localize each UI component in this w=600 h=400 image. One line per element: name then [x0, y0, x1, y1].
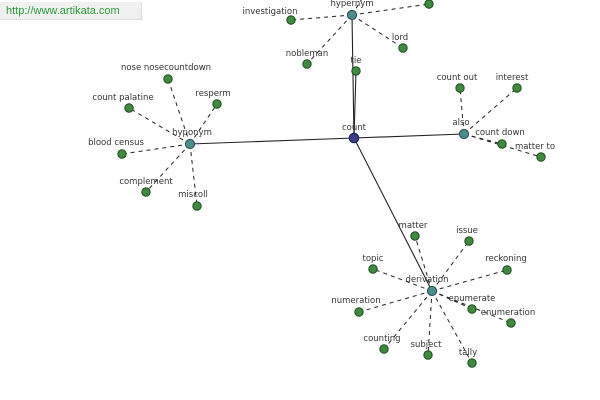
label-counting[interactable]: counting [363, 334, 400, 344]
node-hyponym[interactable] [184, 138, 196, 150]
edge-hyponym-nose-nosecountdown [167, 78, 191, 145]
label-tie[interactable]: tie [351, 56, 362, 66]
label-subject[interactable]: subject [411, 340, 442, 350]
label-blood-census[interactable]: blood census [88, 138, 144, 148]
label-complement[interactable]: complement [119, 177, 173, 187]
node-also[interactable] [458, 128, 470, 140]
edge-hypernym-nobleman [306, 14, 353, 65]
node-blood-census[interactable] [117, 149, 127, 159]
label-matter-to[interactable]: matter to [515, 142, 555, 152]
node-derivation[interactable] [426, 285, 438, 297]
node-matter-to[interactable] [536, 152, 546, 162]
edge-derivation-subject [427, 290, 433, 356]
label-investigation[interactable]: investigation [242, 7, 297, 17]
edge-hypernym-investigation [290, 14, 353, 21]
label-numeration[interactable]: numeration [331, 296, 380, 306]
node-count-out[interactable] [455, 83, 465, 93]
node-enumerate[interactable] [467, 304, 477, 314]
node-issue[interactable] [464, 236, 474, 246]
label-interest[interactable]: interest [496, 73, 529, 83]
edge-count-also [353, 133, 465, 139]
node-complement[interactable] [141, 187, 151, 197]
label-enumerate[interactable]: enumerate [449, 294, 496, 304]
node-subject[interactable] [423, 350, 433, 360]
node-tie[interactable] [351, 66, 361, 76]
edge-derivation-issue [431, 240, 470, 292]
node-miscoll[interactable] [192, 201, 202, 211]
label-lord[interactable]: lord [392, 33, 408, 43]
node-tally[interactable] [467, 358, 477, 368]
node-hypernym-c3[interactable] [424, 0, 434, 9]
edge-hyponym-complement [145, 143, 191, 193]
edge-hypernym-lord [351, 14, 404, 49]
edge-hyponym-miscoll [189, 143, 198, 207]
edge-hyponym-blood-census [121, 143, 191, 155]
node-numeration[interactable] [354, 307, 364, 317]
label-derivation[interactable]: derivation [405, 275, 448, 285]
graph-labels: count hypernym investigation nobleman lord hy… [88, 0, 555, 358]
label-enumeration[interactable]: enumeration [481, 308, 536, 318]
edge-derivation-topic [372, 268, 433, 292]
node-reckoning[interactable] [502, 265, 512, 275]
node-enumeration[interactable] [506, 318, 516, 328]
edge-count-tie [353, 70, 357, 139]
node-count-down[interactable] [497, 139, 507, 149]
label-also[interactable]: also [452, 118, 469, 128]
source-url[interactable]: http://www.artikata.com [0, 2, 142, 20]
node-count[interactable] [348, 132, 360, 144]
edge-also-interest [463, 87, 518, 135]
node-nose-nosecountdown[interactable] [163, 74, 173, 84]
label-count-palatine[interactable]: count palatine [92, 93, 153, 103]
edge-also-count-down [463, 133, 503, 145]
edge-derivation-reckoning [431, 269, 508, 292]
edge-hyponym-count-palatine [128, 107, 191, 145]
label-nobleman[interactable]: nobleman [286, 49, 328, 59]
label-matter[interactable]: matter [399, 221, 428, 231]
edge-count-derivation [353, 137, 433, 292]
label-topic[interactable]: topic [363, 254, 384, 264]
graph-edges [121, 0, 542, 364]
node-count-palatine[interactable] [124, 103, 134, 113]
label-reckoning[interactable]: reckoning [485, 254, 527, 264]
node-nobleman[interactable] [302, 59, 312, 69]
label-count-out[interactable]: count out [437, 73, 478, 83]
node-topic[interactable] [368, 264, 378, 274]
label-count[interactable]: count [342, 123, 367, 133]
label-nose-nosecountdown[interactable]: nose nosecountdown [121, 63, 211, 73]
node-interest[interactable] [512, 83, 522, 93]
node-counting[interactable] [379, 344, 389, 354]
edge-derivation-tally [431, 290, 473, 364]
edge-count-hypernym [351, 14, 355, 139]
label-issue[interactable]: issue [456, 226, 478, 236]
node-resperm[interactable] [212, 99, 222, 109]
edge-hypernym-c3 [351, 3, 430, 16]
edge-count-hyponym [189, 137, 355, 145]
node-matter[interactable] [410, 231, 420, 241]
label-tally[interactable]: tally [459, 348, 477, 358]
label-hyponym[interactable]: hyponym [172, 128, 212, 138]
label-resperm[interactable]: resperm [195, 89, 230, 99]
edge-derivation-matter [414, 235, 433, 292]
label-miscoll[interactable]: miscoll [178, 190, 208, 200]
node-hypernym[interactable] [346, 9, 358, 21]
node-investigation[interactable] [286, 15, 296, 25]
graph-nodes [117, 0, 546, 368]
label-count-down[interactable]: count down [475, 128, 525, 138]
node-lord[interactable] [398, 43, 408, 53]
label-hypernym[interactable]: hypernym [330, 0, 373, 9]
edge-hyponym-resperm [189, 103, 218, 145]
